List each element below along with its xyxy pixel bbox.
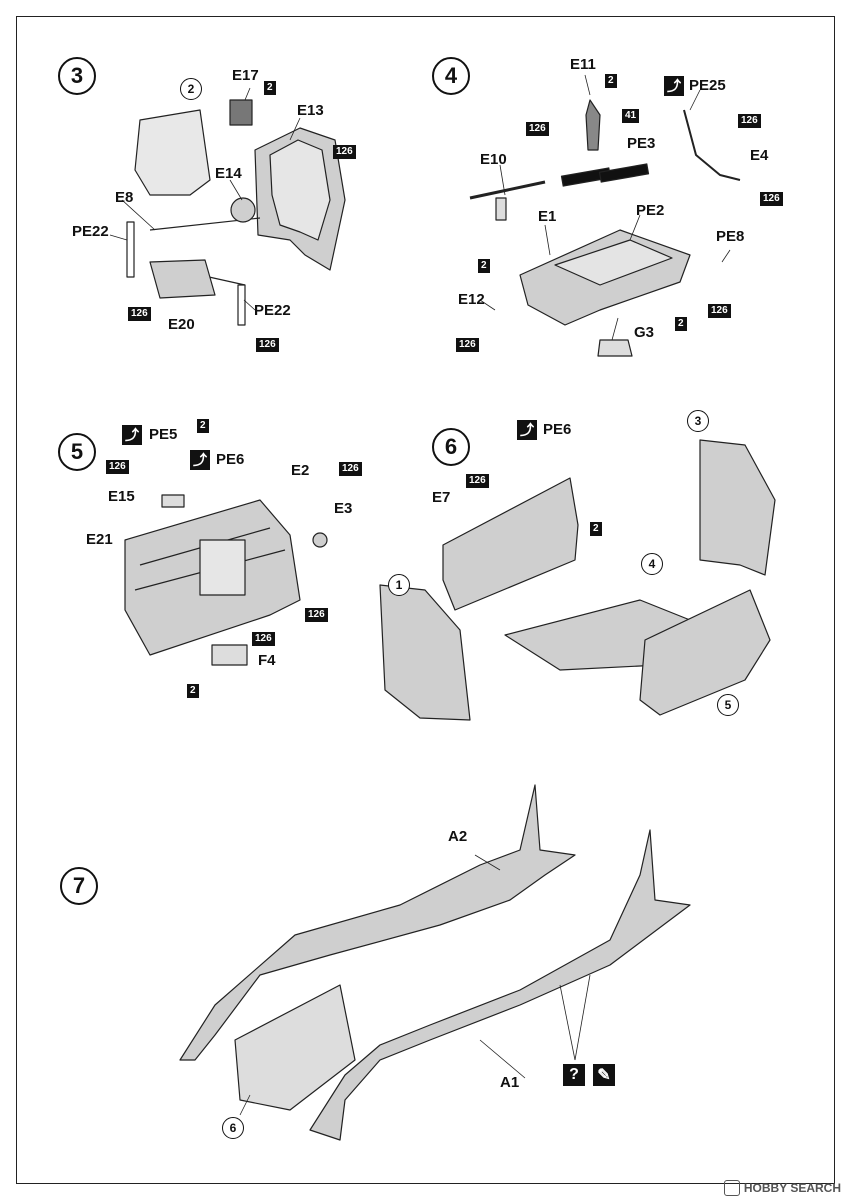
label-e8: E8: [115, 189, 134, 206]
photo-etch-icon: ⤴: [517, 420, 537, 440]
badge-color-2: 2: [264, 81, 276, 95]
label-e12: E12: [458, 291, 485, 308]
e7-left-wall: [442, 477, 579, 611]
label-a2: A2: [448, 828, 468, 845]
seat-part: [134, 109, 211, 196]
e20-frame: [149, 259, 216, 299]
badge-color-2: 2: [675, 317, 687, 331]
photo-etch-icon: ⤴: [122, 425, 142, 445]
label-e11: E11: [570, 56, 596, 73]
label-e7: E7: [432, 489, 451, 506]
label-pe2: PE2: [636, 202, 665, 219]
badge-color-41: 41: [622, 109, 640, 123]
subassembly-6: 6: [222, 1117, 244, 1139]
label-e14: E14: [215, 165, 242, 182]
badge-color-126: 126: [760, 192, 783, 206]
badge-color-126: 126: [339, 462, 362, 476]
sub3-seat-plate: [699, 439, 776, 576]
label-e13: E13: [297, 102, 324, 119]
watermark-text: HOBBY SEARCH: [743, 1181, 841, 1195]
subassembly-5: 5: [717, 694, 739, 716]
badge-color-2: 2: [590, 522, 602, 536]
step-6-number: 6: [432, 428, 470, 466]
badge-color-126: 126: [106, 460, 129, 474]
label-pe6: PE6: [543, 421, 572, 438]
photo-etch-icon: ⤴: [190, 450, 210, 470]
label-e15: E15: [108, 488, 135, 505]
label-e1: E1: [538, 208, 557, 225]
sub5-right-wall: [639, 589, 771, 716]
step-3-number: 3: [58, 57, 96, 95]
hobby-search-logo-icon: [723, 1180, 740, 1196]
badge-color-126: 126: [333, 145, 356, 159]
label-pe5: PE5: [149, 426, 178, 443]
badge-color-2: 126: [252, 632, 275, 646]
badge-color-126: 126: [305, 608, 328, 622]
badge-color-126: 126: [708, 304, 731, 318]
badge-color-126: 126: [128, 307, 151, 321]
badge-color-126: 126: [526, 122, 549, 136]
label-pe22: PE22: [72, 223, 109, 240]
badge-color-126: 126: [456, 338, 479, 352]
badge-color-126: 126: [466, 474, 489, 488]
subassembly-4: 4: [641, 553, 663, 575]
step-3-subassembly-2: 2: [180, 78, 202, 100]
badge-color-126: 126: [738, 114, 761, 128]
label-e4: E4: [750, 147, 769, 164]
step-5-number: 5: [58, 433, 96, 471]
label-e10: E10: [480, 151, 507, 168]
label-pe3: PE3: [627, 135, 656, 152]
step-7-number: 7: [60, 867, 98, 905]
a1-fuselage-half: [309, 829, 691, 1141]
label-pe8: PE8: [716, 228, 745, 245]
label-g3: G3: [634, 324, 655, 341]
badge-color-2: 2: [197, 419, 209, 433]
a2-fuselage-half: [179, 784, 576, 1061]
label-e20: E20: [168, 316, 195, 333]
question-icon: ?: [563, 1064, 585, 1086]
watermark: HOBBY SEARCH: [723, 1180, 841, 1196]
badge-color-126: 126: [256, 338, 279, 352]
label-f4: F4: [258, 652, 276, 669]
badge-color-126: 2: [187, 684, 199, 698]
label-pe22: PE22: [254, 302, 291, 319]
label-pe25: PE25: [689, 77, 726, 94]
sub1-front-bulkhead: [379, 584, 471, 721]
label-a1: A1: [500, 1074, 520, 1091]
label-pe6: PE6: [216, 451, 245, 468]
subassembly-1: 1: [388, 574, 410, 596]
photo-etch-icon: ⤴: [664, 76, 684, 96]
subassembly-3: 3: [687, 410, 709, 432]
step-4-number: 4: [432, 57, 470, 95]
label-e3: E3: [334, 500, 353, 517]
badge-color-2: 2: [478, 259, 490, 273]
page-frame: [16, 16, 835, 1184]
label-e21: E21: [86, 531, 113, 548]
e17-part: [229, 99, 253, 126]
badge-color-2: 2: [605, 74, 617, 88]
label-e17: E17: [232, 67, 259, 84]
pencil-icon: ✎: [593, 1064, 615, 1086]
label-e2: E2: [291, 462, 310, 479]
